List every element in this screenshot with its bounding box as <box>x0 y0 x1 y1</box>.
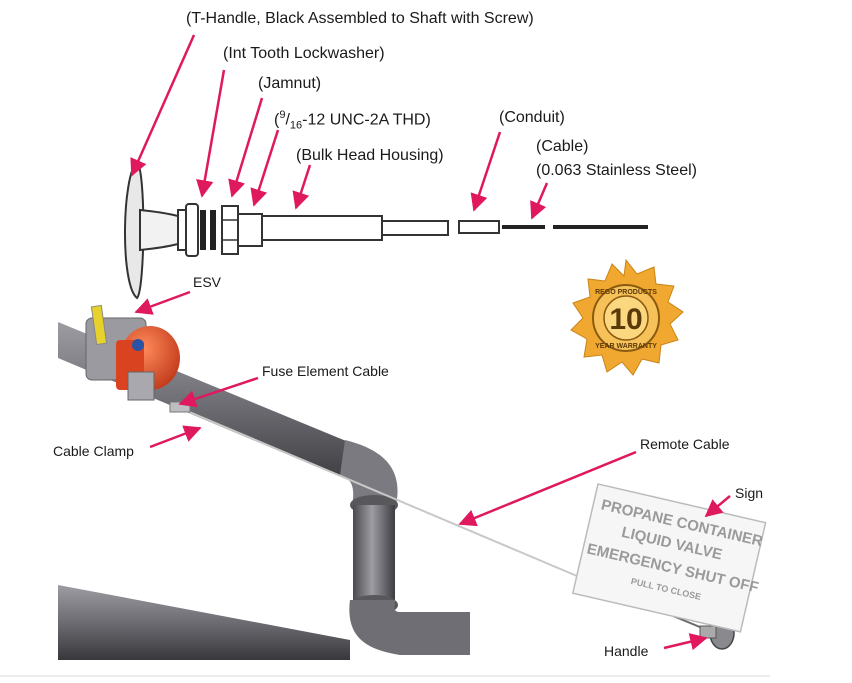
pipe-vertical <box>353 505 395 605</box>
arrow-fuse <box>178 376 259 408</box>
arrow-jamnut <box>228 97 264 198</box>
pipe-elbow-bottom <box>349 600 470 655</box>
warning-sign: PROPANE CONTAINER LIQUID VALVE EMERGENCY… <box>571 483 767 633</box>
label-jamnut: (Jamnut) <box>258 75 322 92</box>
label-thread: (9/16-12 UNC-2A THD) <box>274 109 431 132</box>
arrow-remote <box>458 450 637 527</box>
label-bulkhead: (Bulk Head Housing) <box>296 147 444 164</box>
label-cable-spec: (0.063 Stainless Steel) <box>536 162 697 179</box>
thread-denominator: 16 <box>289 119 303 132</box>
arrow-thread <box>250 129 280 207</box>
arrow-esv <box>134 290 191 315</box>
label-cable: (Cable) <box>536 138 589 155</box>
washer-black <box>200 210 206 250</box>
label-handle: Handle <box>604 643 649 659</box>
label-conduit: (Conduit) <box>499 109 565 126</box>
remote-cable-line <box>179 407 611 591</box>
t-handle-knob <box>124 160 145 300</box>
label-t-handle: (T-Handle, Black Assembled to Shaft with… <box>186 10 534 27</box>
label-sign: Sign <box>735 485 764 501</box>
arrow-lockwasher <box>196 69 226 198</box>
esv-valve <box>85 304 180 401</box>
pipe-lower <box>58 585 350 660</box>
callout-arrows <box>130 34 731 651</box>
arrow-clamp <box>149 425 202 449</box>
arrow-t-handle <box>130 34 196 177</box>
label-remote: Remote Cable <box>640 436 730 452</box>
arrow-cable <box>530 182 549 220</box>
label-lockwasher: (Int Tooth Lockwasher) <box>223 45 385 62</box>
housing-tube <box>381 220 449 236</box>
arrow-conduit <box>470 131 502 212</box>
arrow-handle <box>663 633 708 651</box>
bulk-head-housing <box>261 215 383 241</box>
arrow-sign <box>704 495 731 518</box>
label-clamp: Cable Clamp <box>53 443 134 459</box>
washer-black-2 <box>210 210 216 250</box>
t-handle-neck <box>139 208 179 252</box>
arrow-bulkhead <box>292 164 312 210</box>
pipe-elbow-top <box>340 440 398 510</box>
label-fuse: Fuse Element Cable <box>262 363 389 379</box>
label-esv: ESV <box>193 274 222 290</box>
thread-numerator: 9 <box>279 109 286 121</box>
warranty-badge: 10 REGO PRODUCTS YEAR WARRANTY <box>570 258 684 376</box>
threaded-section <box>237 213 263 247</box>
thread-spec: -12 UNC-2A THD) <box>302 111 431 129</box>
pipe-installation <box>58 304 735 660</box>
badge-top-text: REGO PRODUCTS <box>595 289 657 296</box>
conduit-part <box>458 220 500 234</box>
flange-part <box>185 203 199 257</box>
lockwasher-part <box>177 209 187 251</box>
t-handle-assembly <box>124 160 648 300</box>
badge-bottom-text: YEAR WARRANTY <box>595 343 657 350</box>
badge-center <box>603 295 649 341</box>
badge-number: 10 <box>609 303 642 336</box>
jamnut-part <box>221 205 239 255</box>
